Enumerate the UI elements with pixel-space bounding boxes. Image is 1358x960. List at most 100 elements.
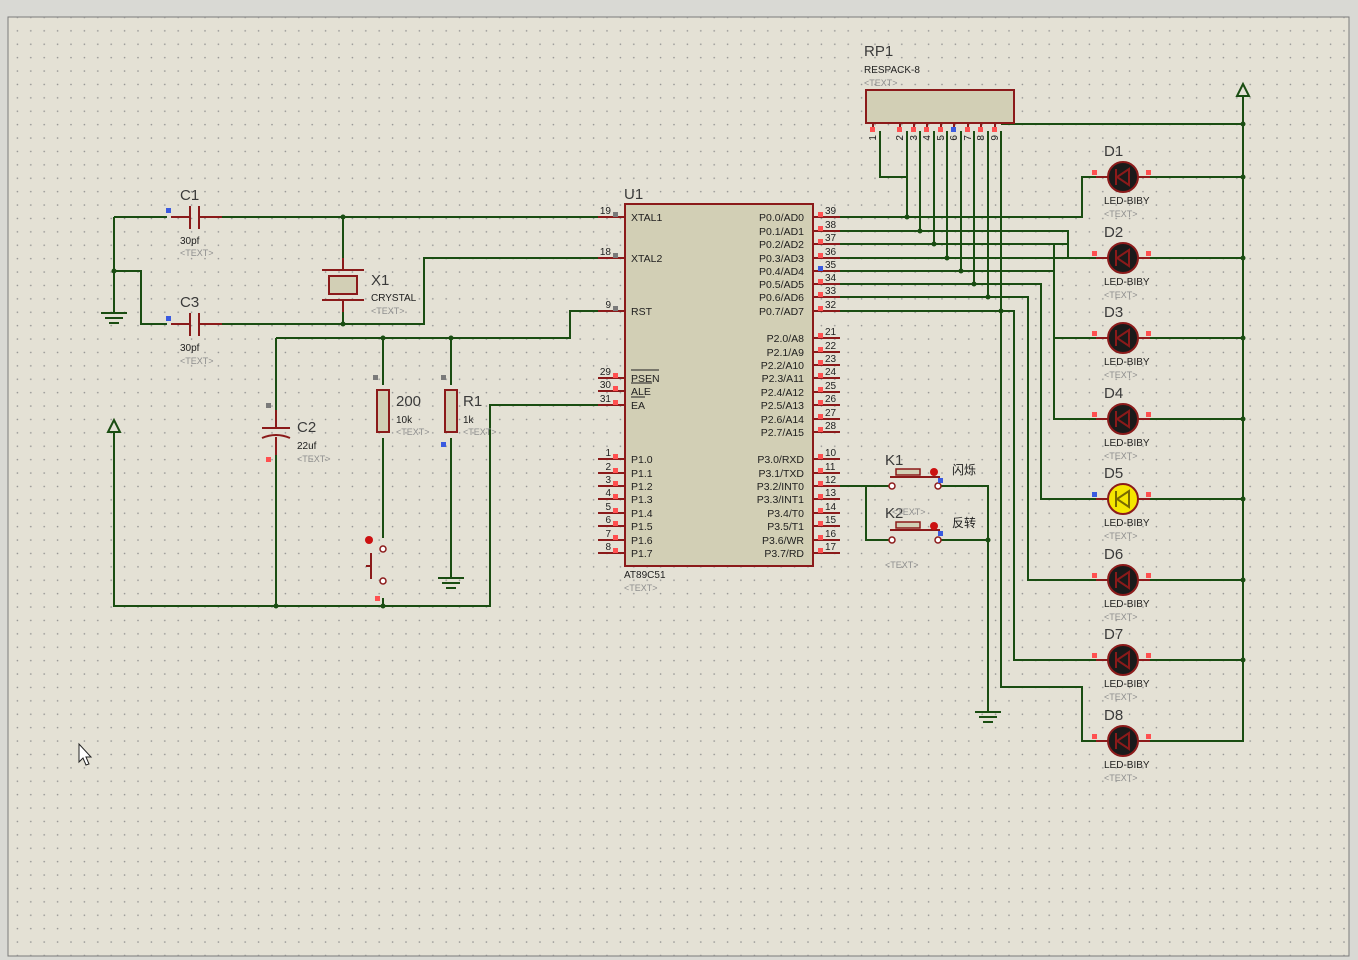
rp1-pin-marker [965, 127, 970, 132]
u1-pin-name: P0.3/AD3 [759, 253, 804, 265]
u1-pin-marker [818, 494, 823, 499]
power-terminal[interactable] [106, 417, 122, 433]
rp1-pin-number: 4 [922, 135, 933, 141]
u1-pin-marker [818, 427, 823, 432]
u1-pin-name: P1.5 [631, 521, 653, 533]
ground-symbol[interactable] [975, 711, 1001, 723]
led-part: LED-BIBY [1104, 196, 1150, 207]
wires[interactable] [113, 96, 1244, 742]
power-terminal[interactable] [1235, 81, 1251, 97]
led-part: LED-BIBY [1104, 599, 1150, 610]
capacitor-c2[interactable]: C2 22uf <TEXT> [261, 403, 331, 464]
led-text-placeholder: <TEXT> [1104, 531, 1138, 541]
u1-pin-number: 4 [605, 488, 611, 499]
u1-pin-name: P0.4/AD4 [759, 266, 804, 278]
u1-pin-name: P1.6 [631, 535, 653, 547]
u1-pin-marker [613, 508, 618, 513]
k2-label: 反转 [952, 515, 976, 530]
u1-pin-marker [613, 253, 618, 258]
rp1-pin-number: 2 [895, 135, 906, 141]
u1-pin-marker [818, 521, 823, 526]
switch-k2[interactable]: K2 <TEXT> 反转 <TEXT> [885, 505, 976, 570]
r1-ref: R1 [463, 393, 482, 410]
ground-symbol[interactable] [101, 312, 127, 324]
microcontroller-u1[interactable]: U1 AT89C51 <TEXT> 19XTAL118XTAL29RST29PS… [598, 186, 840, 593]
c2-text-placeholder: <TEXT> [297, 454, 331, 464]
resistor-200[interactable]: 200 10k <TEXT> [373, 375, 430, 437]
led-part: LED-BIBY [1104, 518, 1150, 529]
rp1-pin-number: 9 [990, 135, 1001, 141]
u1-pin-number: 19 [600, 206, 612, 217]
u1-pin-name: P1.4 [631, 508, 653, 520]
led-text-placeholder: <TEXT> [1104, 773, 1138, 783]
u1-pin-number: 27 [825, 408, 837, 419]
u1-pin-number: 7 [605, 529, 611, 540]
capacitor-c1[interactable]: C1 30pf <TEXT> [166, 187, 222, 258]
resistor-r1[interactable]: R1 1k <TEXT> [441, 375, 497, 447]
u1-pin-number: 32 [825, 300, 837, 311]
c1-value: 30pf [180, 236, 200, 247]
u1-pin-number: 26 [825, 394, 837, 405]
u1-pin-name: P0.2/AD2 [759, 239, 804, 251]
rp1-pin-marker [870, 127, 875, 132]
u1-pin-name: P0.6/AD6 [759, 292, 804, 304]
led-text-placeholder: <TEXT> [1104, 451, 1138, 461]
led-ref: D4 [1104, 385, 1123, 402]
switch-k1[interactable]: K1 闪烁 [885, 452, 976, 490]
junctions [111, 121, 1246, 663]
led-part: LED-BIBY [1104, 438, 1150, 449]
c1-ref: C1 [180, 187, 199, 204]
capacitor-c3[interactable]: C3 30pf <TEXT> [166, 294, 222, 366]
u1-pin-name: P1.0 [631, 454, 653, 466]
k1-ref: K1 [885, 452, 903, 469]
rp1-pin-marker [992, 127, 997, 132]
u1-pin-name: RST [631, 306, 653, 318]
u1-pin-marker [818, 212, 823, 217]
u1-pin-name: P1.2 [631, 481, 653, 493]
c3-text-placeholder: <TEXT> [180, 356, 214, 366]
crystal-x1[interactable]: X1 CRYSTAL <TEXT> [322, 258, 417, 316]
r200-value: 10k [396, 415, 413, 426]
reset-pushbutton[interactable] [365, 536, 387, 601]
ground-symbol[interactable] [438, 577, 464, 589]
u1-pin-number: 33 [825, 286, 837, 297]
u1-pin-number: 28 [825, 421, 837, 432]
led-text-placeholder: <TEXT> [1104, 612, 1138, 622]
rp1-pin-marker [897, 127, 902, 132]
u1-pin-name: P3.2/INT0 [757, 481, 804, 493]
u1-pin-marker [613, 494, 618, 499]
led-ref: D5 [1104, 465, 1123, 482]
u1-pin-marker [613, 535, 618, 540]
u1-pin-number: 11 [825, 462, 836, 473]
x1-ref: X1 [371, 272, 389, 289]
u1-pin-marker [613, 481, 618, 486]
u1-pin-name: P0.0/AD0 [759, 212, 804, 224]
u1-pin-marker [818, 279, 823, 284]
u1-pin-name: P3.5/T1 [767, 521, 804, 533]
u1-pin-name: P3.7/RD [764, 548, 804, 560]
led-array: D1LED-BIBY<TEXT>D2LED-BIBY<TEXT>D3LED-BI… [1092, 143, 1151, 783]
r1-text-placeholder: <TEXT> [463, 427, 497, 437]
u1-pin-name: P1.3 [631, 494, 653, 506]
u1-pin-number: 16 [825, 529, 837, 540]
rp1-pin-number: 8 [976, 135, 987, 141]
u1-pin-number: 6 [605, 515, 611, 526]
u1-pin-number: 22 [825, 341, 837, 352]
led-ref: D7 [1104, 626, 1123, 643]
rp1-ref: RP1 [864, 43, 893, 60]
rp1-pin-marker [978, 127, 983, 132]
led-ref: D8 [1104, 707, 1123, 724]
rp1-pin-marker [951, 127, 956, 132]
u1-pin-number: 5 [605, 502, 611, 513]
